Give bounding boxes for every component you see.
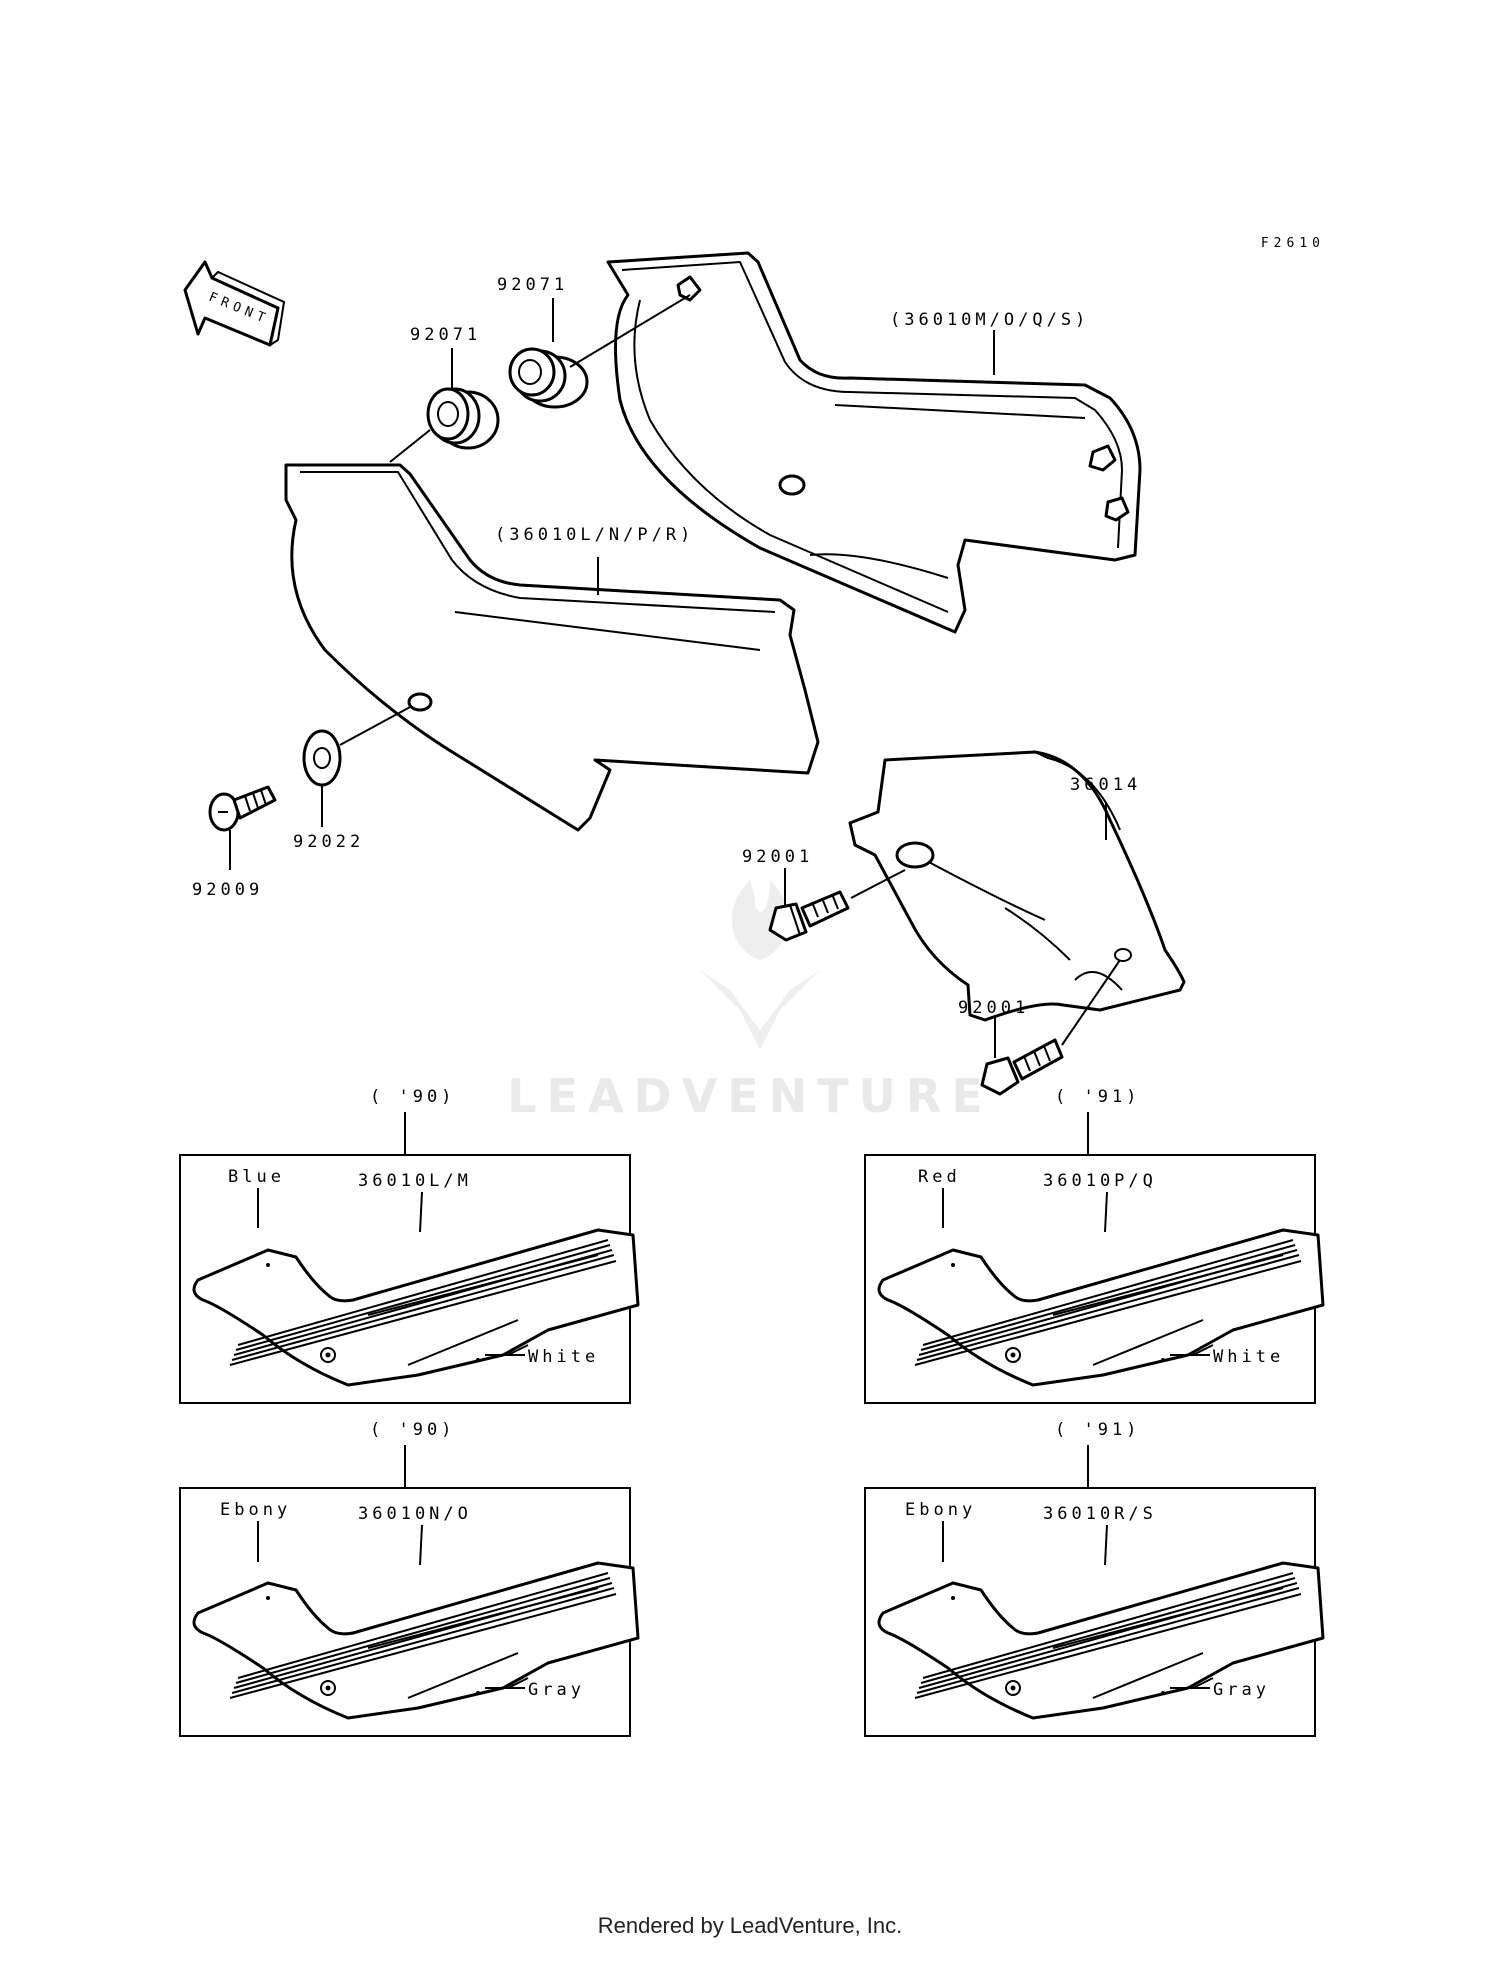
label-collar: 92022 (293, 832, 364, 852)
label-grommet-b: 92071 (497, 275, 568, 295)
watermark-text: LEADVENTURE (507, 1069, 993, 1123)
label-bolt-lower: 92001 (958, 998, 1029, 1018)
variant-accent-color: Gray (1213, 1680, 1270, 1700)
bolt-upper (768, 890, 850, 942)
part-number-leader (1104, 1191, 1108, 1233)
grommet-left (426, 387, 500, 450)
watermark: LEADVENTURE (507, 880, 993, 1123)
variant-part-number: 36010L/M (358, 1171, 472, 1191)
variant-panel-1991-ebony: ( '91) Ebony 36010R/S Gray (864, 1420, 1325, 1737)
variant-accent-color: Gray (528, 1680, 585, 1700)
label-bolt-upper: 92001 (742, 847, 813, 867)
grommet-right (508, 347, 589, 409)
variant-year: ( '91) (1055, 1420, 1140, 1440)
side-cover-right (606, 251, 1142, 634)
label-chain-cover: 36014 (1070, 775, 1141, 795)
side-cover-left (284, 463, 820, 832)
leader-grommet-left-pin (389, 429, 431, 463)
leader-grommet-right-pin (569, 294, 691, 368)
part-number-leader (419, 1524, 423, 1566)
variant-accent-color: White (1213, 1347, 1284, 1367)
bolt-lower (980, 1038, 1064, 1096)
variant-main-color: Ebony (905, 1500, 976, 1520)
label-grommet-a: 92071 (410, 325, 481, 345)
leader-collar-hole (339, 705, 413, 746)
variant-accent-color: White (528, 1347, 599, 1367)
variant-panel-1990-blue: ( '90) Blue 36010L/M White (179, 1087, 640, 1404)
collar (302, 729, 342, 787)
leader-bolt-upper-hole (850, 869, 906, 899)
part-number-leader (1104, 1524, 1108, 1566)
footer-credit: Rendered by LeadVenture, Inc. (597, 1913, 903, 1938)
variant-main-color: Red (918, 1167, 961, 1187)
variant-year: ( '91) (1055, 1087, 1140, 1107)
variant-year: ( '90) (370, 1420, 455, 1440)
variant-panel-1991-red: ( '91) Red 36010P/Q White (864, 1087, 1325, 1404)
variant-main-color: Blue (228, 1167, 285, 1187)
front-arrow-icon: FRONT (183, 260, 286, 347)
screw (208, 785, 277, 832)
variant-panel-1990-ebony: ( '90) Ebony 36010N/O Gray (179, 1420, 640, 1737)
label-right-cover-set: (36010M/O/Q/S) (890, 310, 1089, 330)
part-number-leader (419, 1191, 423, 1233)
variant-main-color: Ebony (220, 1500, 291, 1520)
variant-part-number: 36010N/O (358, 1504, 472, 1524)
label-screw: 92009 (192, 880, 263, 900)
variant-part-number: 36010P/Q (1043, 1171, 1157, 1191)
variant-year: ( '90) (370, 1087, 455, 1107)
diagram-code: F2610 (1261, 236, 1325, 251)
leader-bolt-lower-hole (1061, 959, 1121, 1046)
variant-part-number: 36010R/S (1043, 1504, 1157, 1524)
label-left-cover-set: (36010L/N/P/R) (495, 525, 694, 545)
